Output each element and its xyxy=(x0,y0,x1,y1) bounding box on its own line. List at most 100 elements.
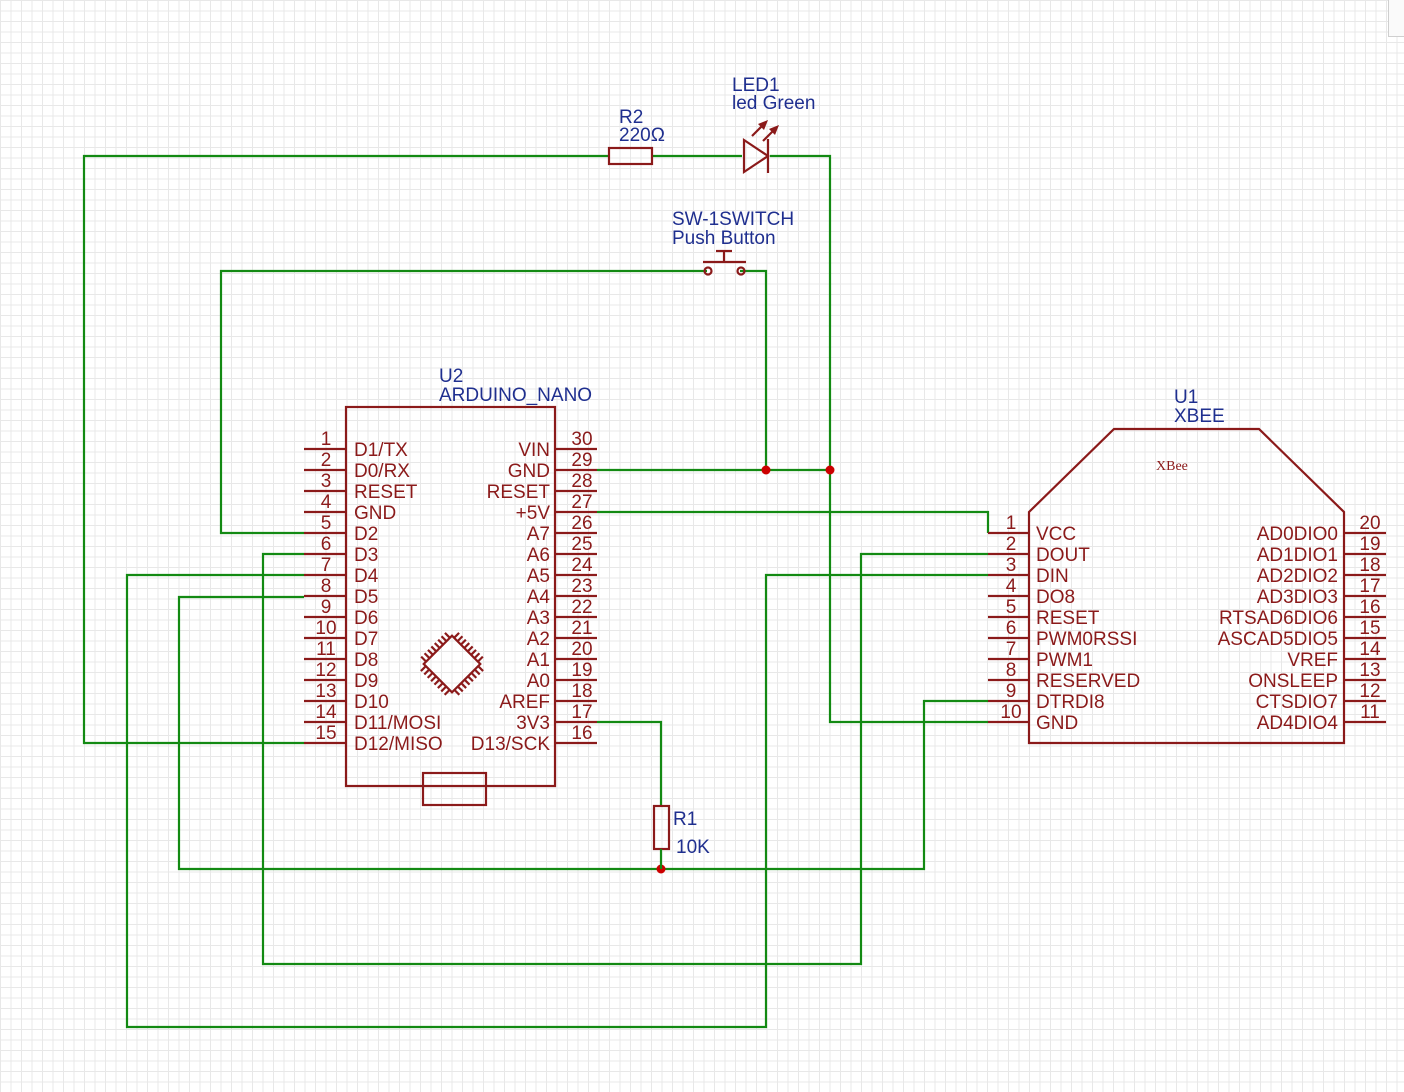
pin-name: D13/SCK xyxy=(471,734,551,755)
led1-value-label: led Green xyxy=(732,93,815,114)
resistor-r2[interactable]: R2 220Ω xyxy=(607,107,665,166)
wire-5v-to-vcc[interactable] xyxy=(597,510,990,533)
pin-number: 15 xyxy=(315,723,336,744)
wire-d12-to-r2[interactable] xyxy=(82,154,609,745)
pin-number: 5 xyxy=(321,513,332,534)
pin-number: 11 xyxy=(316,639,336,660)
u1-value-label: XBEE xyxy=(1174,406,1225,427)
microcontroller-chip-icon xyxy=(420,632,484,696)
pin-name: D4 xyxy=(354,566,379,587)
pin-name: GND xyxy=(508,461,550,482)
pin-name: DO8 xyxy=(1036,587,1075,608)
pin-number: 5 xyxy=(1006,597,1017,618)
led-arrow-head xyxy=(758,120,768,130)
wire-d3-to-dout[interactable] xyxy=(261,552,988,966)
u2-left-pins: 1D1/TX2D0/RX3RESET4GND5D26D37D48D59D610D… xyxy=(304,429,443,755)
wire-led-to-gnd[interactable] xyxy=(770,154,988,724)
pin-name: PWM1 xyxy=(1036,650,1093,671)
pin-name: A1 xyxy=(527,650,550,671)
pin-name: RESET xyxy=(354,482,418,503)
pin-number: 20 xyxy=(1359,513,1380,534)
pin-number: 4 xyxy=(1006,576,1017,597)
pin-number: 25 xyxy=(571,534,592,555)
switch-value-label: Push Button xyxy=(672,228,776,249)
pin-name: D0/RX xyxy=(354,461,410,482)
pin-number: 23 xyxy=(571,576,592,597)
pin-name: AREF xyxy=(499,692,550,713)
led-led1[interactable]: LED1 led Green xyxy=(732,75,815,175)
pin-number: 14 xyxy=(315,702,337,723)
pin-name: VREF xyxy=(1287,650,1338,671)
pin-number: 9 xyxy=(1006,681,1017,702)
pin-number: 20 xyxy=(571,639,592,660)
u1-left-pins: 1VCC2DOUT3DIN4DO85RESET6PWM0RSSI7PWM18RE… xyxy=(988,513,1140,734)
resistor-r1-body xyxy=(652,804,671,851)
pin-number: 4 xyxy=(321,492,332,513)
wire-d2-to-switch[interactable] xyxy=(219,269,707,535)
pin-number: 8 xyxy=(321,576,332,597)
pin-number: 8 xyxy=(1006,660,1017,681)
pin-number: 11 xyxy=(1360,702,1380,723)
pin-name: D5 xyxy=(354,587,378,608)
led-triangle xyxy=(742,137,770,175)
pin-number: 3 xyxy=(321,471,332,492)
pin-name: AD3DIO3 xyxy=(1257,587,1338,608)
pin-number: 17 xyxy=(1359,576,1380,597)
pin-name: A3 xyxy=(527,608,550,629)
xbee-u1[interactable]: XBee U1 XBEE 1VCC2DOUT3DIN4DO85RESET6PWM… xyxy=(988,387,1386,745)
pin-name: AD0DIO0 xyxy=(1257,524,1338,545)
pin-number: 13 xyxy=(1359,660,1380,681)
pin-name: D3 xyxy=(354,545,378,566)
pin-name: D2 xyxy=(354,524,378,545)
pin-number: 18 xyxy=(571,681,592,702)
resistor-r1[interactable]: R1 10K xyxy=(652,804,710,869)
junctions xyxy=(656,465,835,874)
pin-number: 1 xyxy=(321,429,332,450)
pin-name: D1/TX xyxy=(354,440,408,461)
push-button-switch[interactable]: SW-1SWITCH Push Button xyxy=(672,209,794,276)
pin-number: 6 xyxy=(321,534,332,555)
wire-3v3-to-r1[interactable] xyxy=(597,720,663,806)
pin-name: D6 xyxy=(354,608,378,629)
pin-name: A4 xyxy=(527,587,551,608)
pin-name: AD2DIO2 xyxy=(1257,566,1338,587)
pin-name: VIN xyxy=(518,440,550,461)
junction-dot xyxy=(825,465,835,475)
pin-number: 29 xyxy=(571,450,592,471)
wire-d5-to-dtr[interactable] xyxy=(177,595,988,871)
wire-d4-to-din[interactable] xyxy=(125,573,988,1029)
pin-name: 3V3 xyxy=(516,713,550,734)
pin-number: 9 xyxy=(321,597,332,618)
pin-name: DTRDI8 xyxy=(1036,692,1105,713)
pin-number: 16 xyxy=(571,723,592,744)
pin-number: 19 xyxy=(1359,534,1380,555)
pin-number: 24 xyxy=(571,555,593,576)
pin-name: GND xyxy=(354,503,396,524)
r1-ref-label: R1 xyxy=(673,809,697,830)
pin-number: 30 xyxy=(571,429,592,450)
pin-name: ASCAD5DIO5 xyxy=(1218,629,1338,650)
r1-value-label: 10K xyxy=(676,837,710,858)
xbee-body xyxy=(1027,427,1346,745)
pin-number: 12 xyxy=(315,660,336,681)
pin-name: A6 xyxy=(527,545,550,566)
led1-ref-label: LED1 xyxy=(732,75,780,96)
wires xyxy=(82,154,990,1029)
pin-name: RESERVED xyxy=(1036,671,1140,692)
pin-name: ONSLEEP xyxy=(1248,671,1338,692)
arduino-nano-u2[interactable]: U2 ARDUINO_NANO 1D1/TX2D0/RX3RESET4GND5D… xyxy=(304,366,597,807)
pin-number: 19 xyxy=(571,660,592,681)
pin-number: 2 xyxy=(1006,534,1017,555)
pin-number: 3 xyxy=(1006,555,1017,576)
wire-switch-to-gnd[interactable] xyxy=(740,269,768,470)
pin-name: D8 xyxy=(354,650,378,671)
pin-number: 7 xyxy=(1006,639,1017,660)
pin-number: 22 xyxy=(571,597,592,618)
pin-number: 2 xyxy=(321,450,332,471)
pin-name: RTSAD6DIO6 xyxy=(1219,608,1338,629)
scrollbar-corner[interactable] xyxy=(1388,0,1404,37)
pin-name: DOUT xyxy=(1036,545,1090,566)
pin-name: DIN xyxy=(1036,566,1069,587)
